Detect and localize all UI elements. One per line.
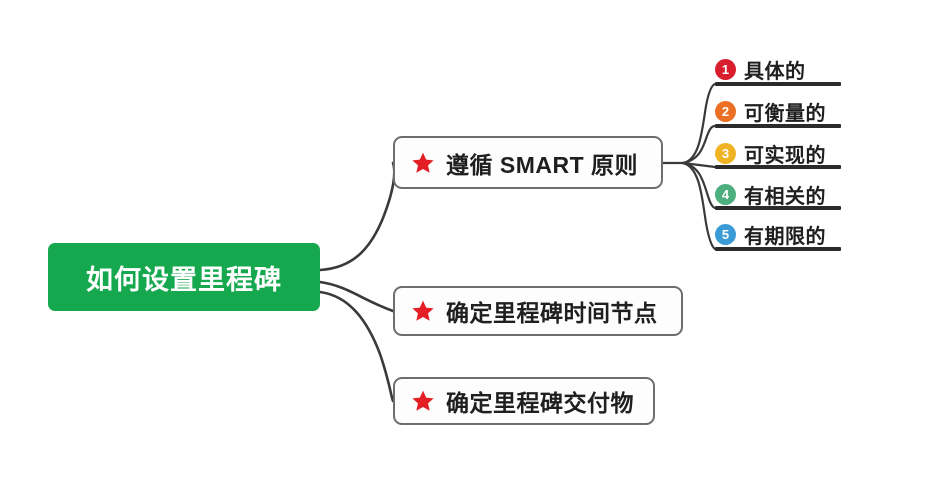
leaf-item-relevant[interactable]: 4 有相关的 [715,180,826,209]
star-icon [412,390,434,411]
leaf-item-achievable[interactable]: 3 可实现的 [715,139,826,168]
branch-node-label: 确定里程碑时间节点 [446,300,658,326]
star-icon [412,152,434,173]
leaf-item-specific[interactable]: 1 具体的 [715,55,806,84]
leaf-underline [715,206,841,210]
branch-node-milestone-time[interactable]: 确定里程碑时间节点 [393,286,683,336]
branch-node-smart[interactable]: 遵循 SMART 原则 [393,136,663,189]
edge-branch0-to-leaf-3 [681,161,717,210]
leaf-item-measurable[interactable]: 2 可衡量的 [715,97,826,126]
edge-root-to-branch-0 [318,161,396,272]
leaf-underline [715,247,841,251]
root-node-label: 如何设置里程碑 [86,264,282,295]
branch-node-milestone-deliverable[interactable]: 确定里程碑交付物 [393,377,655,425]
leaf-underline [715,82,841,86]
edge-branch0-to-leaf-1 [681,124,717,165]
leaf-underline [715,124,841,128]
branch-node-label: 确定里程碑交付物 [446,390,634,416]
leaf-number-badge: 2 [715,101,736,122]
leaf-number-badge: 4 [715,184,736,205]
leaf-number-badge: 3 [715,143,736,164]
edge-branch0-to-leaf-0 [681,82,717,165]
root-node[interactable]: 如何设置里程碑 [48,243,320,311]
leaf-item-label: 可衡量的 [744,103,826,125]
edge-branch0-to-leaf-4 [681,161,717,251]
edge-root-to-branch-2 [318,290,395,403]
leaf-item-label: 有期限的 [744,226,826,248]
leaf-number-badge: 1 [715,59,736,80]
edge-root-to-branch-1 [318,280,395,313]
leaf-number-badge: 5 [715,224,736,245]
leaf-item-timebound[interactable]: 5 有期限的 [715,220,826,249]
leaf-item-label: 可实现的 [744,145,826,167]
star-icon [412,300,434,321]
leaf-item-label: 具体的 [744,61,806,83]
leaf-item-label: 有相关的 [744,186,826,208]
leaf-underline [715,165,841,169]
branch-node-label: 遵循 SMART 原则 [446,151,639,178]
